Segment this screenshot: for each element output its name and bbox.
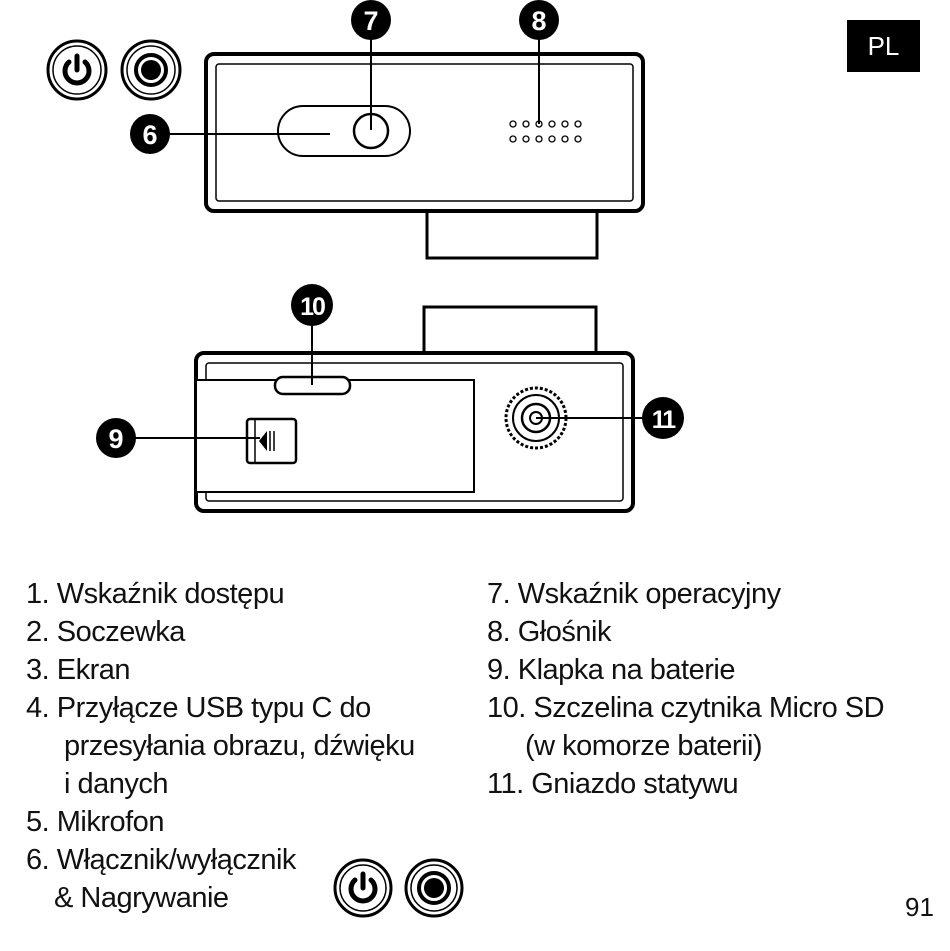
page-number: 91: [905, 892, 934, 922]
callout-11: 11: [642, 397, 684, 439]
svg-text:7: 7: [363, 6, 378, 36]
legend-item-4-line-3: i danych: [64, 768, 169, 800]
record-icon: [404, 858, 464, 918]
record-icon: [120, 39, 182, 101]
legend-item-4: 4. Przyłącze USB typu C do: [26, 692, 371, 724]
callout-8: 8: [519, 0, 559, 40]
legend-item-2: 2. Soczewka: [26, 616, 185, 648]
svg-text:8: 8: [531, 6, 546, 36]
legend-left: 1. Wskaźnik dostępu 2. Soczewka 3. Ekran…: [26, 575, 466, 917]
callout-9: 9: [96, 418, 136, 458]
legend-icons: [333, 858, 464, 918]
legend-item-1: 1. Wskaźnik dostępu: [26, 578, 285, 610]
legend-item-7: 7. Wskaźnik operacyjny: [487, 578, 781, 610]
legend-item-9: 9. Klapka na baterie: [487, 654, 735, 686]
svg-text:6: 6: [142, 120, 157, 150]
legend-item-4-line-2: przesyłania obrazu, dźwięku: [64, 730, 415, 762]
camera-top-view: [204, 52, 645, 260]
callout-6: 6: [130, 114, 170, 154]
camera-diagram: 7 8 6 10 9: [46, 0, 684, 513]
legend-item-10: 10. Szczelina czytnika Micro SD: [487, 692, 885, 724]
language-badge: PL: [847, 20, 920, 72]
callout-10: 10: [291, 284, 333, 326]
camera-bottom-view: [194, 305, 635, 513]
legend-item-3: 3. Ekran: [26, 654, 131, 686]
svg-text:9: 9: [108, 424, 123, 454]
callout-7: 7: [351, 0, 391, 40]
power-icon: [46, 39, 108, 101]
legend-right: 7. Wskaźnik operacyjny 8. Głośnik 9. Kla…: [487, 575, 927, 803]
svg-text:11: 11: [652, 406, 677, 434]
svg-text:10: 10: [300, 293, 325, 321]
power-icon: [333, 858, 393, 918]
speaker-grille: [509, 120, 582, 143]
legend-item-6: 6. Włącznik/wyłącznik: [26, 844, 296, 876]
legend-item-5: 5. Mikrofon: [26, 806, 164, 838]
legend-item-6-line-2: & Nagrywanie: [54, 882, 229, 914]
legend-item-10-line-2: (w komorze baterii): [525, 730, 763, 762]
legend-item-11: 11. Gniazdo statywu: [487, 768, 739, 800]
legend-item-8: 8. Głośnik: [487, 616, 611, 648]
